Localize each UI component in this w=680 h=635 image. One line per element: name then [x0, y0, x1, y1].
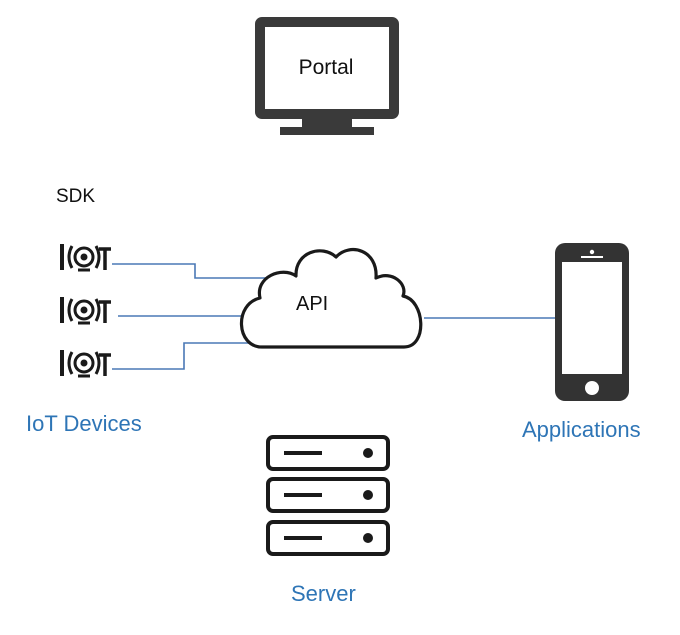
- server-label: Server: [291, 581, 356, 606]
- cloud-icon: [239, 247, 423, 349]
- iot-device-3-icon: [60, 350, 111, 378]
- monitor-icon: [255, 17, 399, 135]
- iot-device-1-icon: [60, 244, 111, 272]
- connection-lines: [112, 263, 558, 370]
- sdk-label: SDK: [56, 186, 96, 207]
- iot-device-2-icon: [60, 297, 111, 325]
- applications-label: Applications: [522, 417, 641, 442]
- smartphone-icon: [555, 243, 629, 401]
- connector-device-3: [112, 342, 252, 370]
- connector-device-1: [112, 263, 285, 279]
- api-label: API: [296, 293, 329, 315]
- iot-devices-label: IoT Devices: [26, 411, 142, 436]
- portal-label: Portal: [298, 56, 354, 79]
- server-rack-icon: [266, 435, 390, 556]
